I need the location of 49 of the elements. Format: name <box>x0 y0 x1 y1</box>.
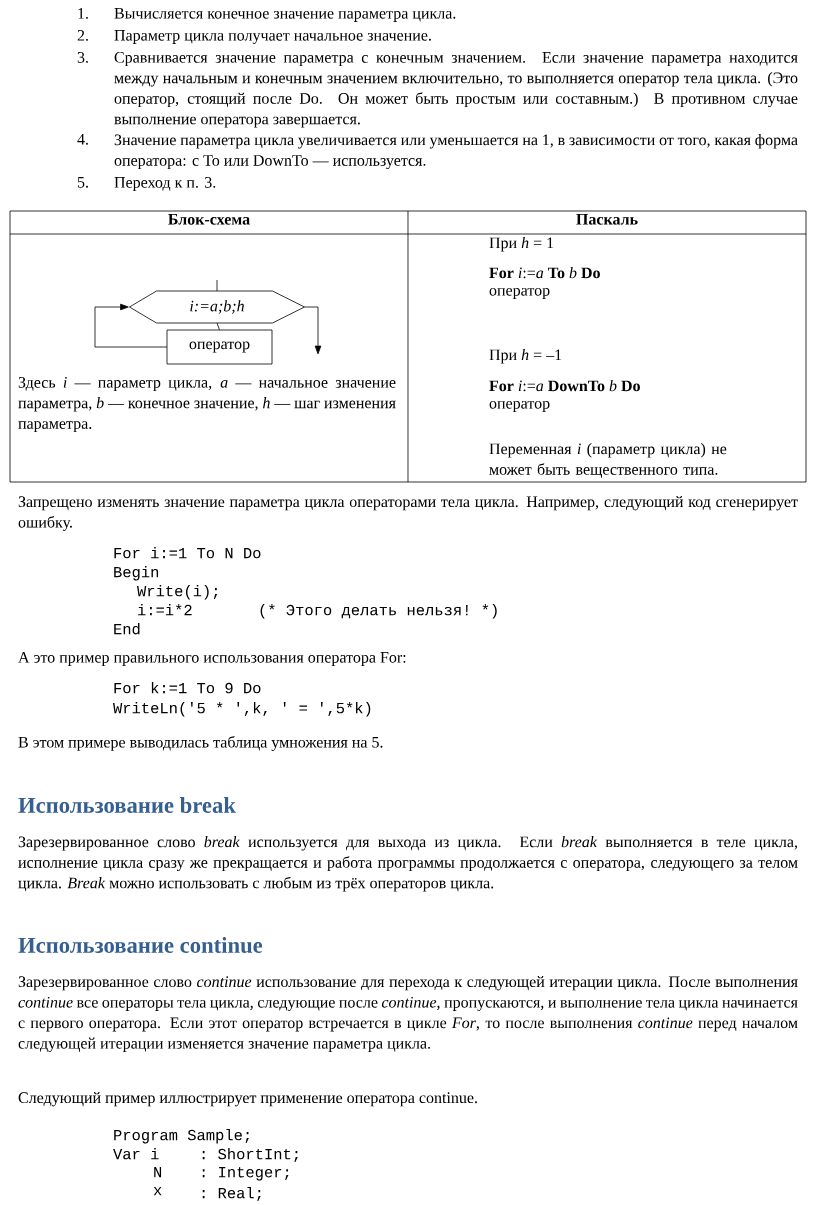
code-line: For i:=1 To N Do <box>114 547 261 559</box>
code-line: End <box>114 623 140 635</box>
code-line: For i:=a DownTo b Do <box>489 380 640 392</box>
code-line: For k:=1 To 9 Do <box>114 682 261 694</box>
section-heading: Использование break <box>18 797 236 813</box>
code-line: For i:=a To b Do <box>489 267 600 279</box>
list-number: 4. <box>77 134 88 145</box>
table-header: Блок-схема <box>168 214 250 225</box>
flow-arrow <box>304 306 322 355</box>
paragraph: Зарезервированное слово continue использование для перехода к следующей итерации цикла. После выполнения continue все операторы тела цикла, следующие после continue, пропускаются, и выполнение тела цикла начинается с первого оператора. Если этот оператор встречается в цикле For, то после выполнения continue перед началом следующей итерации изменяется значение параметра цикла. <box>18 976 798 1052</box>
list-item-text: Сравнивается значение параметра с конечным значением. Если значение параметра находится между начальным и конечным значением включительно, то выполняется оператор тела цикла. (Это оператор, стоящий после Do. Он может быть простым или составным.) В противном случае выполнение оператора завершается. <box>114 52 798 128</box>
code-line: Begin <box>114 566 159 581</box>
paragraph: В этом примере выводилась таблица умножения на 5. <box>18 736 383 751</box>
paragraph: А это пример правильного использования оператора For: <box>18 652 406 666</box>
code-comment: (* Этого делать нельзя! *) <box>260 604 497 619</box>
cell-text: Переменная i (параметр цикла) не может быть вещественного типа. <box>489 443 727 478</box>
preparation-hexagon: i:=a;b;h <box>129 290 305 324</box>
code-line: Var i <box>113 1148 159 1160</box>
list-item-text: Переход к п. 3. <box>114 177 216 191</box>
code-line: x <box>153 1187 162 1196</box>
paragraph: Запрещено изменять значение параметра цикла операторами тела цикла. Например, следующий код сгенерирует ошибку. <box>18 496 798 531</box>
paragraph: Следующий пример иллюстрирует применение оператора continue. <box>18 1092 477 1107</box>
code-line: : ShortInt; <box>202 1148 298 1162</box>
flow-arrow <box>94 303 168 348</box>
list-number: 1. <box>78 8 88 19</box>
code-line: : Integer; <box>202 1167 289 1181</box>
process-box: оператор <box>166 329 273 365</box>
code-line: WriteLn('5 * ',k, ' = ',5*k) <box>113 702 371 717</box>
list-number: 3. <box>77 52 88 63</box>
code-line: i:=i*2 <box>138 604 192 616</box>
list-number: 2. <box>77 30 88 41</box>
cell-text: оператор <box>489 401 550 412</box>
list-item-text: Вычисляется конечное значение параметра цикла. <box>114 8 456 22</box>
flow-line <box>216 322 220 331</box>
code-line: Program Sample; <box>114 1129 249 1144</box>
cell-text: При h = 1 <box>489 237 554 252</box>
paragraph: Зарезервированное слово break используется для выхода из цикла. Если break выполняется в теле цикла, исполнение цикла сразу же прекращается и работа программы продолжается с оператора, следующего за телом цикла. Break можно использовать с любым из трёх операторов цикла. <box>18 836 798 892</box>
cell-text: При h = –1 <box>489 349 562 364</box>
list-number: 5. <box>77 177 88 188</box>
code-line: N <box>154 1167 162 1178</box>
list-item-text: Значение параметра цикла увеличивается или уменьшается на 1, в зависимости от того, какая форма оператора: с To или DownTo — используется. <box>114 134 798 170</box>
cell-text: Здесь i — параметр цикла, a — начальное значение параметра, b — конечное значение, h — шаг изменения параметра. <box>18 377 396 433</box>
table-header: Паскаль <box>576 214 638 225</box>
section-heading: Использование continue <box>18 937 263 953</box>
code-line: Write(i); <box>137 585 218 600</box>
flow-line <box>216 279 218 292</box>
code-line: : Real; <box>202 1187 261 1201</box>
cell-text: оператор <box>489 288 550 299</box>
list-item-text: Параметр цикла получает начальное значение. <box>114 30 431 44</box>
